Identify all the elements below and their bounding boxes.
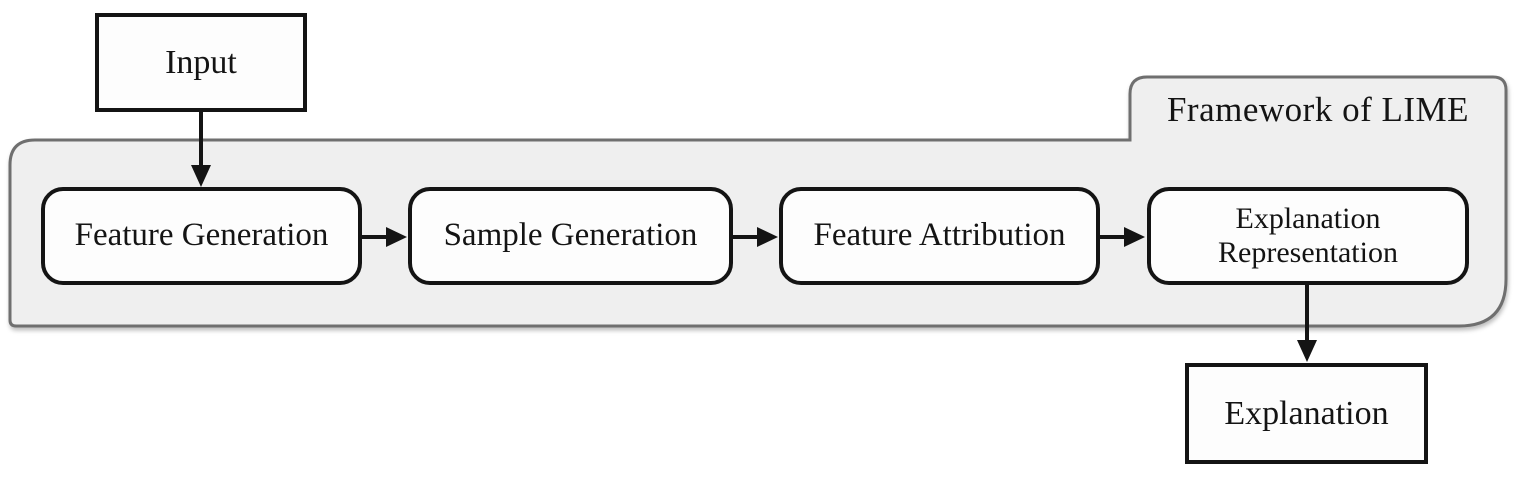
node-explanation-representation: Explanation Representation <box>1147 187 1469 285</box>
edge-input-to-feature-generation <box>191 112 211 187</box>
node-feature-attribution-label: Feature Attribution <box>813 217 1066 254</box>
node-sample-generation: Sample Generation <box>408 187 733 285</box>
edge-feature-generation-to-sample-generation <box>362 227 407 247</box>
node-sample-generation-label: Sample Generation <box>443 217 698 254</box>
node-input-label: Input <box>165 43 237 81</box>
arrowhead-down-icon <box>191 165 211 187</box>
edge-sample-generation-to-feature-attribution <box>733 227 778 247</box>
node-explanation-label: Explanation <box>1224 394 1389 432</box>
arrowhead-right-icon <box>1124 227 1145 247</box>
node-explanation-representation-label: Explanation Representation <box>1218 201 1398 270</box>
node-feature-generation-label: Feature Generation <box>74 217 329 254</box>
edge-explanation-representation-to-explanation <box>1297 285 1317 362</box>
node-feature-attribution: Feature Attribution <box>779 187 1100 285</box>
arrowhead-right-icon <box>757 227 778 247</box>
node-input: Input <box>95 13 307 112</box>
framework-title: Framework of LIME <box>1166 90 1470 129</box>
framework-container <box>8 75 1508 328</box>
node-explanation: Explanation <box>1185 363 1428 464</box>
edge-feature-attribution-to-explanation-representation <box>1100 227 1145 247</box>
arrowhead-right-icon <box>386 227 407 247</box>
node-feature-generation: Feature Generation <box>41 187 362 285</box>
arrowhead-down-icon <box>1297 340 1317 362</box>
